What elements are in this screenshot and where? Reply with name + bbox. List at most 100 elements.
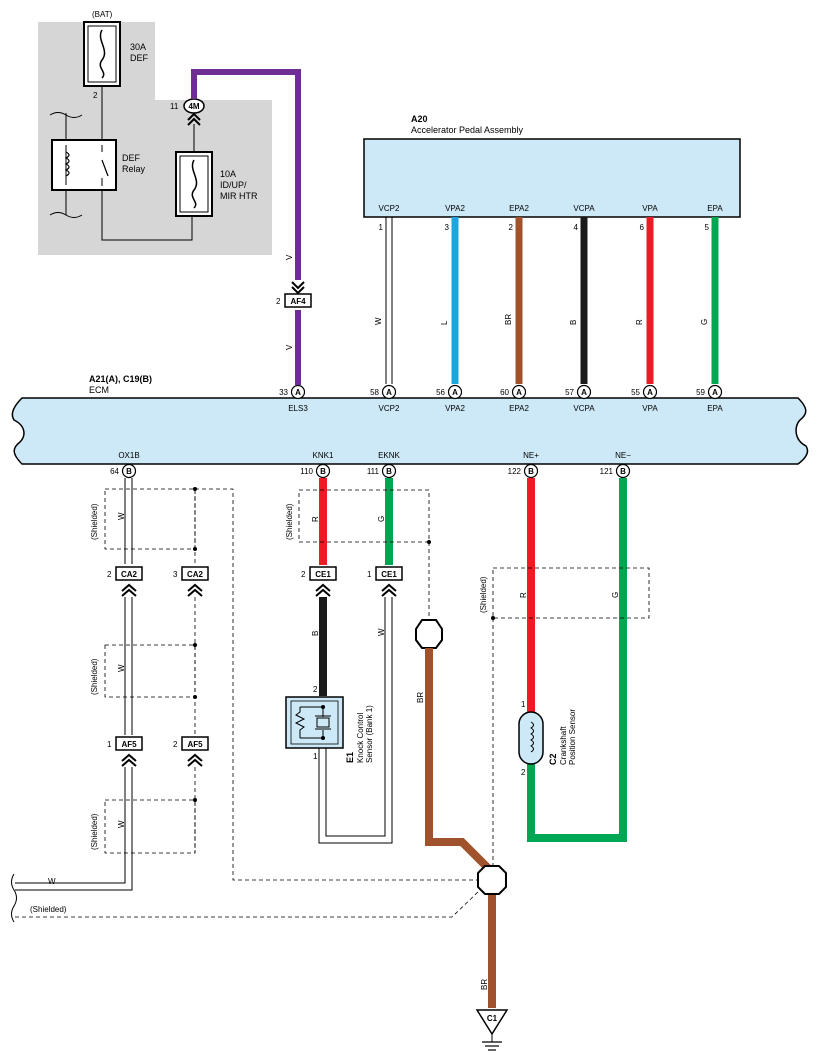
ecm-terminal-badge <box>523 463 539 479</box>
wire-code-b: B <box>311 631 320 636</box>
wire-break-icon <box>11 873 17 923</box>
coil-icon <box>530 721 534 753</box>
a20-terminal-pin: 1 <box>379 223 384 232</box>
conn-af5-b <box>181 736 209 751</box>
ecm-terminal-name: OX1B <box>118 451 139 460</box>
a20-terminal-pin: 6 <box>640 223 645 232</box>
ecm-terminal-conn: B <box>620 467 626 476</box>
junction-block-shading <box>38 22 272 255</box>
conn-ce1-b-pin: 1 <box>367 570 372 579</box>
connector-arrow-icon <box>381 583 397 597</box>
conn-ce1-a <box>309 566 337 581</box>
conn-4m-pin: 11 <box>170 102 179 111</box>
conn-ca2-a-label: CA2 <box>121 570 138 579</box>
ecm-terminal-badge <box>381 384 397 400</box>
conn-af5-a-label: AF5 <box>121 740 137 749</box>
resistor-icon <box>294 707 306 738</box>
shielded-label: (Shielded) <box>90 813 99 850</box>
conn-ca2-b-pin: 3 <box>173 570 178 579</box>
e1-knock-sensor <box>285 696 344 749</box>
a20-body <box>363 138 741 218</box>
conn-af5-b-label: AF5 <box>187 740 203 749</box>
ecm-terminal-name: NE+ <box>523 451 539 460</box>
wire-code-w: W <box>117 820 126 828</box>
wire-code-w: W <box>117 664 126 672</box>
a20-terminal-name: VCPA <box>573 204 595 213</box>
c2-name-l1: Crankshaft <box>559 726 568 765</box>
fuse-element-icon <box>99 29 106 79</box>
e1-id: E1 <box>345 752 355 763</box>
ecm-terminal-pin: 57 <box>565 388 574 397</box>
ground-label: C1 <box>487 1014 498 1023</box>
fuse-10a-mir-htr: 10A ID/UP/ MIR HTR <box>175 151 258 217</box>
wire-break-icon <box>49 112 83 118</box>
fuse-element-icon <box>191 159 198 209</box>
wire-code-r: R <box>519 592 528 598</box>
shielded-label: (Shielded) <box>479 576 488 613</box>
ecm-id: A21(A), C19(B) <box>89 374 152 384</box>
knock-sensor-circuit: R G (Shielded) CE1 2 CE1 1 B 2 E1 Knock … <box>285 478 495 875</box>
fuse-mir-name-l1: ID/UP/ <box>220 180 247 190</box>
crankshaft-sensor-circuit: R G (Shielded) 1 2 C2 Crankshaft Positio… <box>479 478 650 866</box>
ecm-terminal-badge <box>447 384 463 400</box>
ecm-terminal-pin: 59 <box>696 388 705 397</box>
conn-ce1-a-pin: 2 <box>301 570 306 579</box>
a20-terminal-pin: 4 <box>574 223 579 232</box>
wire-brown <box>425 648 495 875</box>
wire-code-br: BR <box>416 692 425 703</box>
connector-arrow-icon <box>187 583 203 597</box>
ecm-terminal-name: VCP2 <box>379 404 400 413</box>
conn-ca2-b-label: CA2 <box>187 570 204 579</box>
ecm-terminal-badge <box>315 463 331 479</box>
conn-ce1-b <box>375 566 403 581</box>
connector-arrow-icon <box>291 281 305 295</box>
wire-code-g: G <box>611 592 620 598</box>
ecm-terminal-pin: 33 <box>279 388 288 397</box>
a20-name: Accelerator Pedal Assembly <box>411 125 524 135</box>
shield-ground-junction <box>415 619 443 649</box>
ecm-terminal-pin: 60 <box>500 388 509 397</box>
ecm: A21(A), C19(B) ECM <box>11 374 809 465</box>
ecm-terminal-pin: 110 <box>300 467 313 476</box>
ecm-top-terminals: A33ELS3A58VCP2A56VPA2A60EPA2A57VCPAA55VP… <box>279 384 723 413</box>
wire-relay-fuse-mir <box>101 190 193 241</box>
ecm-terminal-badge <box>615 463 631 479</box>
wire-code-br: BR <box>480 979 489 990</box>
bat-label: (BAT) <box>92 10 113 19</box>
ecm-terminal-pin: 121 <box>600 467 614 476</box>
ground-point-c1 <box>475 1009 509 1036</box>
a20-terminal-name: EPA2 <box>509 204 529 213</box>
piezo-element-icon <box>316 717 330 728</box>
conn-af5-a <box>115 736 143 751</box>
conn-af5-a-pin: 1 <box>107 740 112 749</box>
connector-arrow-icon <box>187 112 201 126</box>
ecm-terminal-pin: 55 <box>631 388 640 397</box>
e1-name-l1: Knock Control <box>356 713 365 763</box>
ox1b-circuit: W CA2 2 W AF5 1 W W (Shielded) (Shielded… <box>11 478 481 923</box>
conn-af4-label: AF4 <box>290 297 306 306</box>
wire-code-v: V <box>285 254 294 260</box>
conn-ce1-a-label: CE1 <box>315 570 331 579</box>
c2-name-l2: Position Sensor <box>568 709 577 765</box>
connector-arrow-icon <box>187 753 203 767</box>
ecm-terminal-badge <box>381 463 397 479</box>
ecm-terminal-name: EPA <box>707 404 723 413</box>
wire-violet: V V AF4 2 <box>191 69 312 385</box>
connector-arrow-icon <box>121 583 137 597</box>
e1-pin-top: 2 <box>313 685 318 694</box>
a20-terminal-name: VPA2 <box>445 204 465 213</box>
relay-switch-icon <box>101 159 109 177</box>
shielded-label: (Shielded) <box>90 658 99 695</box>
wire-break-icon <box>49 212 83 218</box>
ecm-terminal-badge <box>290 384 306 400</box>
ecm-terminal-conn: A <box>712 388 718 397</box>
fuse-mir-rating: 10A <box>220 169 236 179</box>
shielded-label: (Shielded) <box>285 503 294 540</box>
fuse-mir-name-l2: MIR HTR <box>220 191 258 201</box>
wire-code-w: W <box>48 877 56 886</box>
conn-ca2-a-pin: 2 <box>107 570 112 579</box>
ecm-terminal-name: EKNK <box>378 451 400 460</box>
ecm-terminal-badge <box>511 384 527 400</box>
